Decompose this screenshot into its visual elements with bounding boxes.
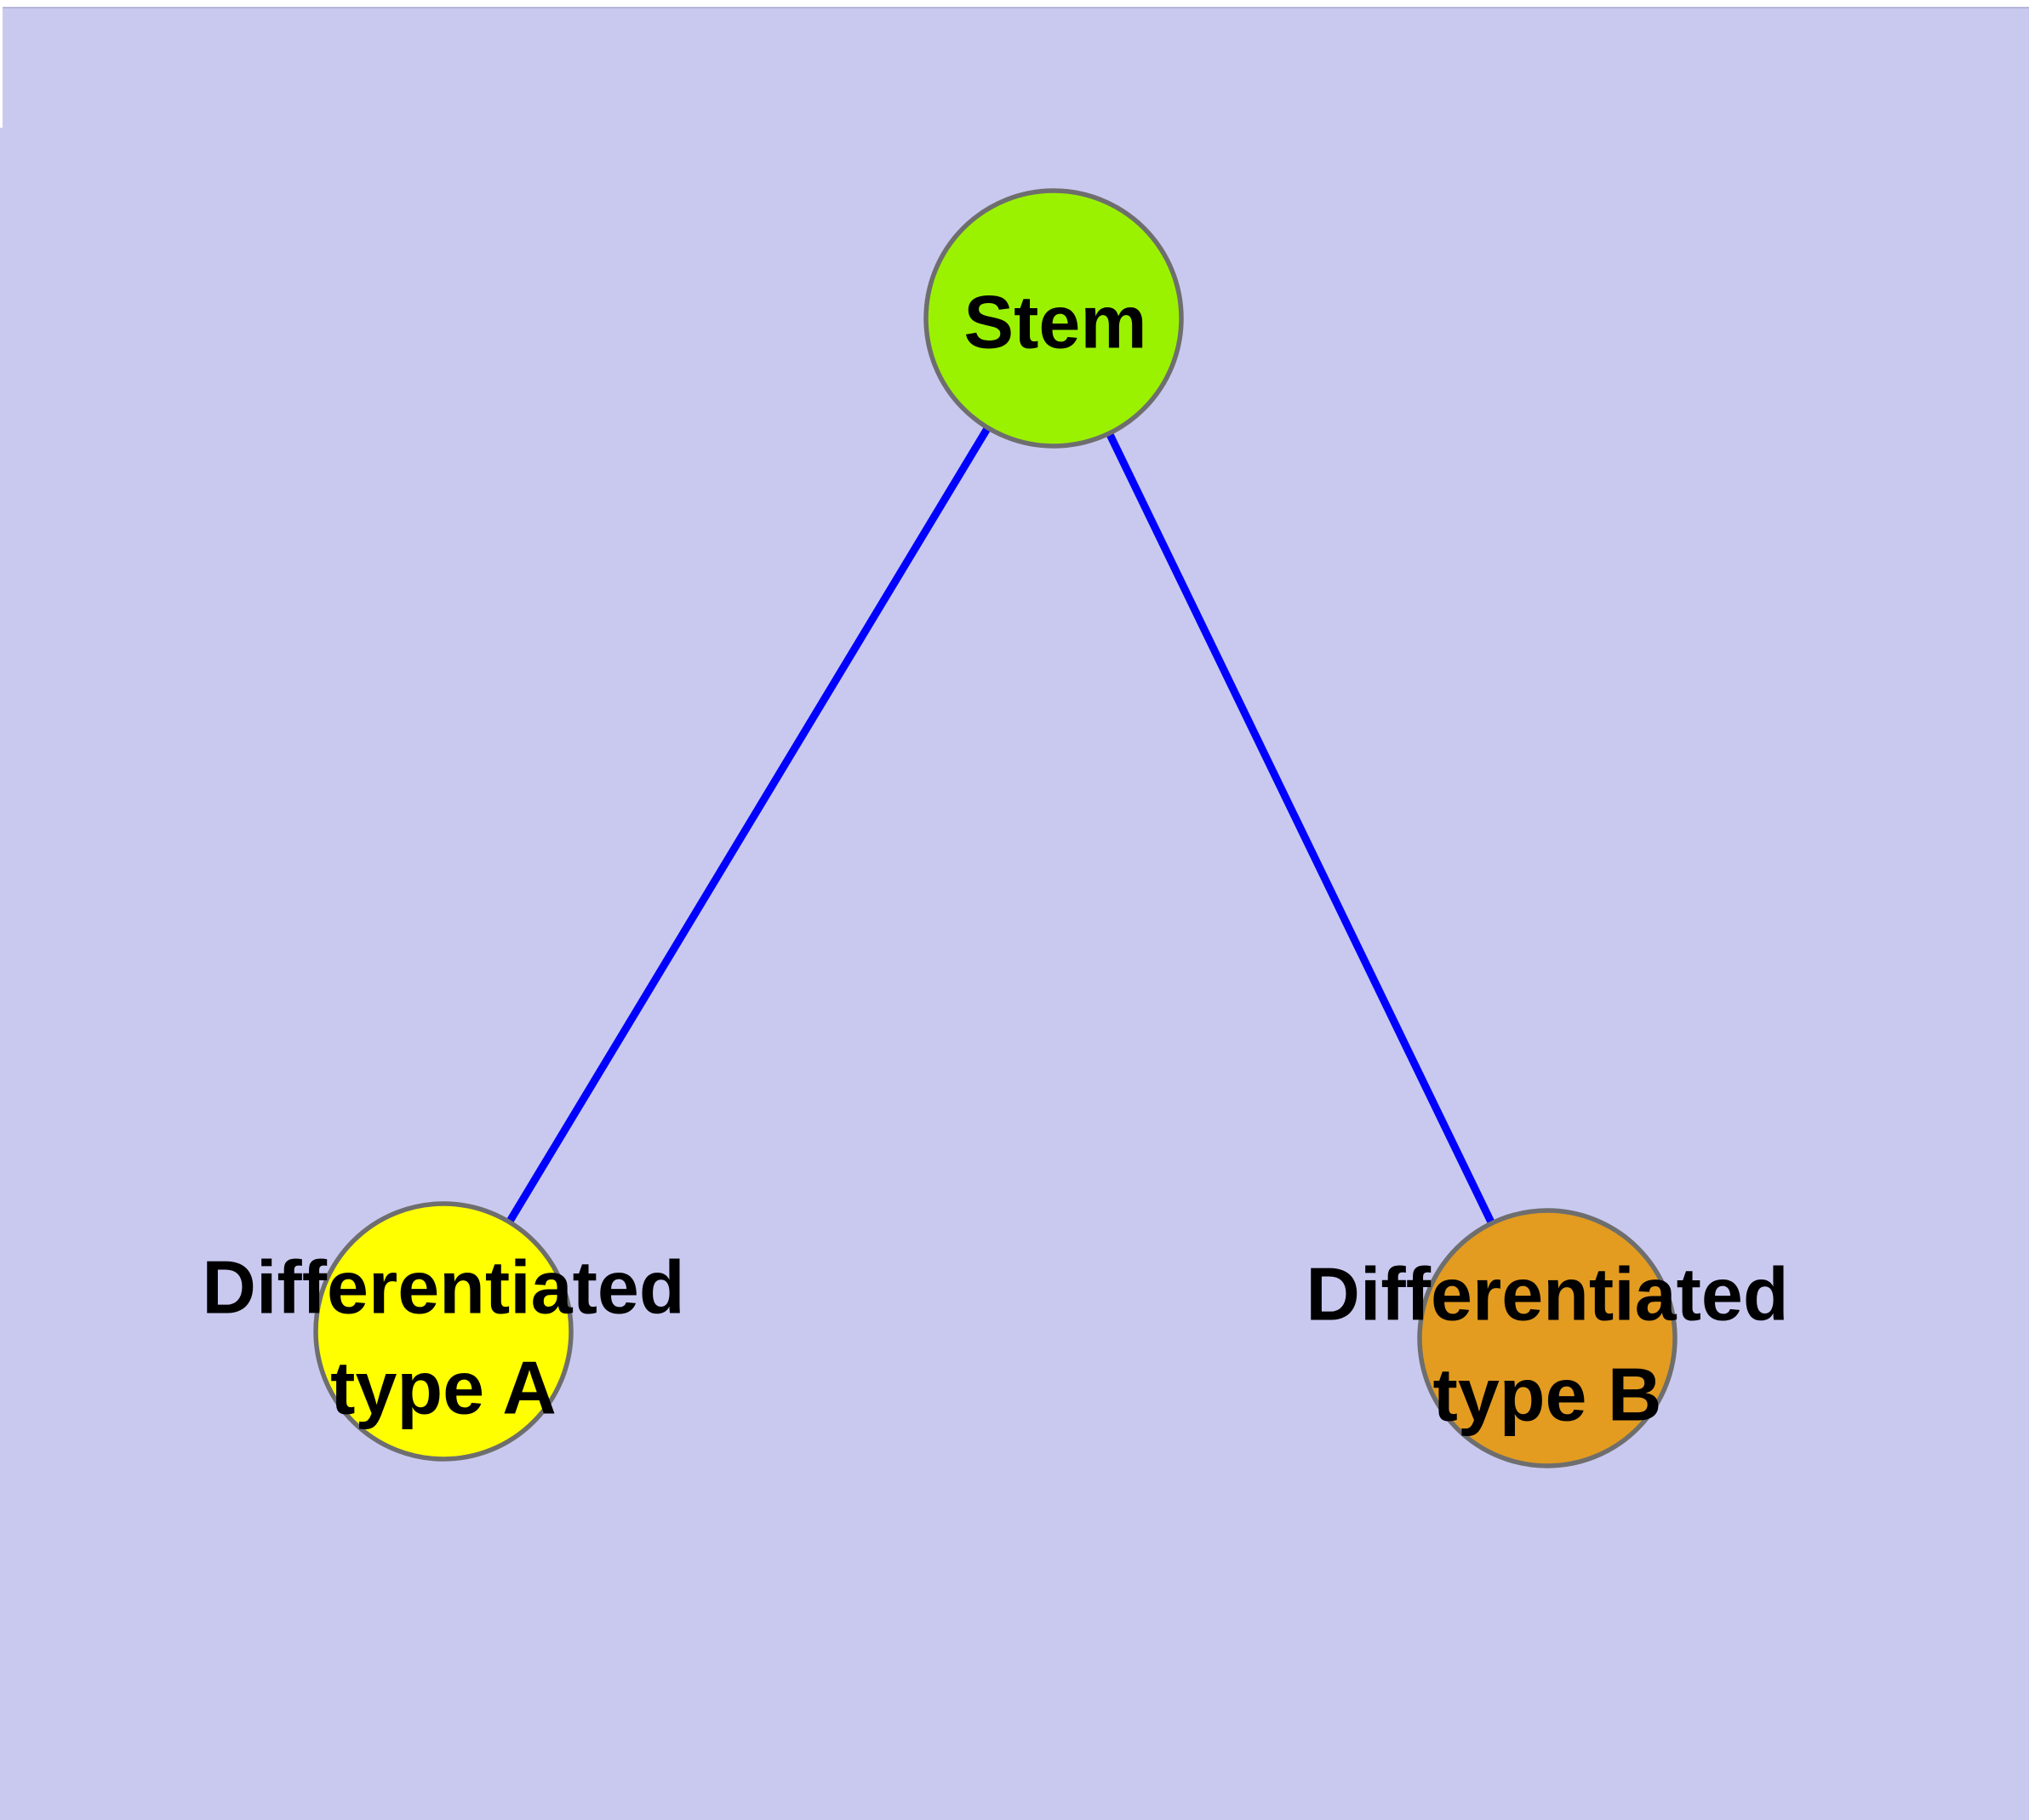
node-type-a-label-line2: type A xyxy=(330,1346,557,1430)
edge-stem-to-type-a xyxy=(440,316,1057,1334)
node-stem-label: Stem xyxy=(963,280,1146,364)
top-window-strip xyxy=(0,0,2029,7)
node-type-a-circle xyxy=(313,1201,574,1462)
node-type-b-label-line2: type B xyxy=(1433,1353,1662,1437)
node-type-b-label-line1: Differentiated xyxy=(1306,1252,1788,1336)
edge-stem-to-type-b xyxy=(1049,317,1552,1340)
top-strip-edge-line xyxy=(0,7,2029,9)
node-type-a-label-line1: Differentiated xyxy=(202,1245,684,1330)
node-stem-circle xyxy=(923,188,1184,449)
left-window-sliver xyxy=(0,0,3,128)
node-type-b-circle xyxy=(1417,1208,1677,1468)
